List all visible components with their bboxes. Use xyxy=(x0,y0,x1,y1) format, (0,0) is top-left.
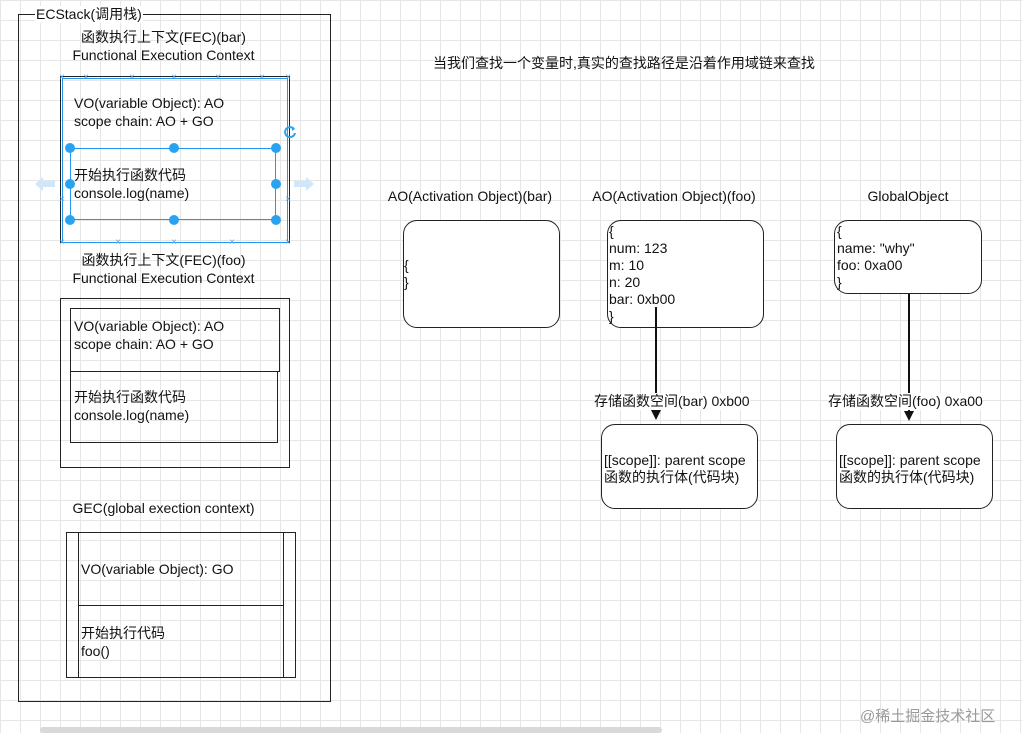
arrow-foo-pointer-line xyxy=(908,294,910,411)
connection-point: × xyxy=(285,194,291,205)
resize-handle-se[interactable] xyxy=(271,215,281,225)
fec-bar-selection[interactable] xyxy=(62,78,288,243)
scope-chain-note: 当我们查找一个变量时,真实的查找路径是沿着作用域链来查找 xyxy=(433,55,815,71)
connection-point: × xyxy=(171,237,177,248)
resize-handle-sw[interactable] xyxy=(65,215,75,225)
gec-divider xyxy=(78,605,283,606)
resize-handle-n[interactable] xyxy=(169,143,179,153)
bar-func-space-title: 存储函数空间(bar) 0xb00 xyxy=(594,393,750,410)
resize-handle-s[interactable] xyxy=(169,215,179,225)
ao-bar-body: { } xyxy=(404,257,409,290)
connection-point: × xyxy=(83,72,89,83)
bar-func-space-box[interactable] xyxy=(601,424,758,509)
fec-bar-code-line1: 开始执行函数代码 xyxy=(74,167,186,183)
arrow-left-icon[interactable] xyxy=(33,175,57,193)
fec-foo-title-cn: 函数执行上下文(FEC)(foo) xyxy=(81,252,246,268)
gec-code-line2: foo() xyxy=(81,643,110,659)
connection-point: × xyxy=(229,237,235,248)
gec-title: GEC(global exection context) xyxy=(72,500,255,516)
fec-foo-frame[interactable] xyxy=(60,298,290,468)
connection-point: × xyxy=(59,237,65,248)
ao-bar-title: AO(Activation Object)(bar) xyxy=(387,188,553,204)
gec-code-line1: 开始执行代码 xyxy=(81,625,165,641)
ao-foo-body: { num: 123 m: 10 n: 20 bar: 0xb00 } xyxy=(609,223,676,324)
gec-frame[interactable] xyxy=(66,532,296,678)
gec-vo: VO(variable Object): GO xyxy=(81,561,234,577)
fec-foo-title-en: Functional Execution Context xyxy=(72,270,255,286)
connection-point: × xyxy=(59,72,65,83)
resize-handle-e[interactable] xyxy=(271,179,281,189)
fec-foo-vo-line1: VO(variable Object): AO xyxy=(74,318,225,334)
watermark: @稀土掘金技术社区 xyxy=(860,708,996,725)
connection-point: × xyxy=(129,72,135,83)
connection-point: × xyxy=(115,237,121,248)
fec-bar-code-selection[interactable] xyxy=(70,148,276,220)
ao-bar-box[interactable] xyxy=(403,220,560,328)
connection-point: × xyxy=(285,237,291,248)
ecstack-label: ECStack(调用栈) xyxy=(35,6,143,23)
gec-right-rail xyxy=(283,532,284,678)
foo-func-space-body: [[scope]]: parent scope 函数的执行体(代码块) xyxy=(839,452,981,485)
fec-bar-vo-line1: VO(variable Object): AO xyxy=(74,95,225,111)
ecstack-container[interactable] xyxy=(18,14,331,702)
arrow-bar-pointer-line xyxy=(655,307,657,410)
connection-point: × xyxy=(59,194,65,205)
fec-foo-code-line1: 开始执行函数代码 xyxy=(74,389,186,405)
fec-bar-title-cn: 函数执行上下文(FEC)(bar) xyxy=(81,29,246,45)
foo-func-space-title: 存储函数空间(foo) 0xa00 xyxy=(828,393,983,410)
resize-handle-w[interactable] xyxy=(65,179,75,189)
global-object-box[interactable] xyxy=(834,220,982,294)
arrow-bar-pointer-head xyxy=(651,410,661,420)
horizontal-scrollbar[interactable] xyxy=(40,727,662,733)
fec-foo-code-line2: console.log(name) xyxy=(74,407,190,423)
foo-func-space-box[interactable] xyxy=(836,424,993,509)
ao-foo-box[interactable] xyxy=(607,220,764,328)
resize-handle-nw[interactable] xyxy=(65,143,75,153)
arrow-right-icon[interactable] xyxy=(292,175,316,193)
global-object-body: { name: "why" foo: 0xa00 } xyxy=(837,223,915,290)
connection-point: × xyxy=(171,72,177,83)
connection-point: × xyxy=(259,72,265,83)
rotate-handle-icon[interactable] xyxy=(283,125,297,139)
fec-bar-title-en: Functional Execution Context xyxy=(72,47,255,63)
ao-foo-title: AO(Activation Object)(foo) xyxy=(592,188,756,204)
resize-handle-ne[interactable] xyxy=(271,143,281,153)
fec-foo-vo-line2: scope chain: AO + GO xyxy=(74,336,214,352)
fec-bar-vo-line2: scope chain: AO + GO xyxy=(74,113,214,129)
fec-bar-code-line2: console.log(name) xyxy=(74,185,190,201)
global-object-title: GlobalObject xyxy=(867,188,949,204)
bar-func-space-body: [[scope]]: parent scope 函数的执行体(代码块) xyxy=(604,452,746,485)
arrow-foo-pointer-head xyxy=(904,411,914,421)
connection-point: × xyxy=(215,72,221,83)
connection-point: × xyxy=(285,72,291,83)
fec-foo-code-box[interactable] xyxy=(70,371,278,443)
